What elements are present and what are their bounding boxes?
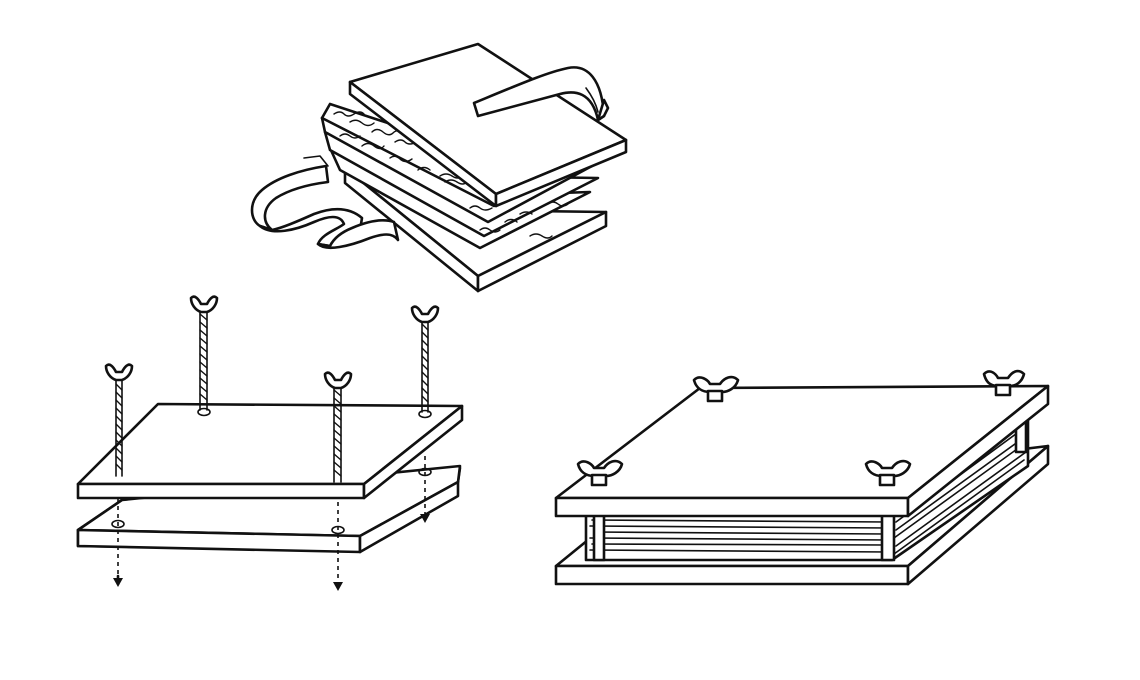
wing-nut-icon	[864, 459, 912, 487]
assembled-top-plate	[554, 384, 1050, 518]
wing-nut-icon	[692, 375, 740, 403]
panel-assembled-press	[554, 369, 1050, 586]
guide-lines	[113, 456, 430, 591]
wing-nut-icon	[982, 369, 1026, 397]
plate-hole	[418, 409, 432, 419]
ribbon-tape-icon	[472, 66, 610, 122]
upper-plate	[76, 402, 464, 500]
bolt-back-right	[410, 305, 440, 413]
down-arrow-icon	[333, 582, 343, 591]
plate-hole	[197, 407, 211, 417]
paper-writing	[333, 111, 569, 239]
bolt-back-left	[189, 295, 219, 411]
loose-ribbon	[250, 155, 400, 250]
wing-nut-icon	[410, 305, 440, 324]
panel-exploded-press	[76, 295, 464, 591]
top-board	[348, 42, 628, 208]
down-arrow-icon	[420, 514, 430, 523]
down-arrow-icon	[113, 578, 123, 587]
bolt-front-right	[323, 371, 353, 483]
assembled-posts	[592, 410, 1028, 562]
wing-nut-icon	[104, 363, 134, 382]
wing-nut-icon	[323, 371, 353, 390]
panel-stack	[250, 42, 628, 293]
wing-nut-icon	[576, 459, 624, 487]
bolt-front-left	[104, 363, 134, 477]
plate-hole	[111, 519, 125, 529]
wing-nut-icon	[189, 295, 219, 314]
